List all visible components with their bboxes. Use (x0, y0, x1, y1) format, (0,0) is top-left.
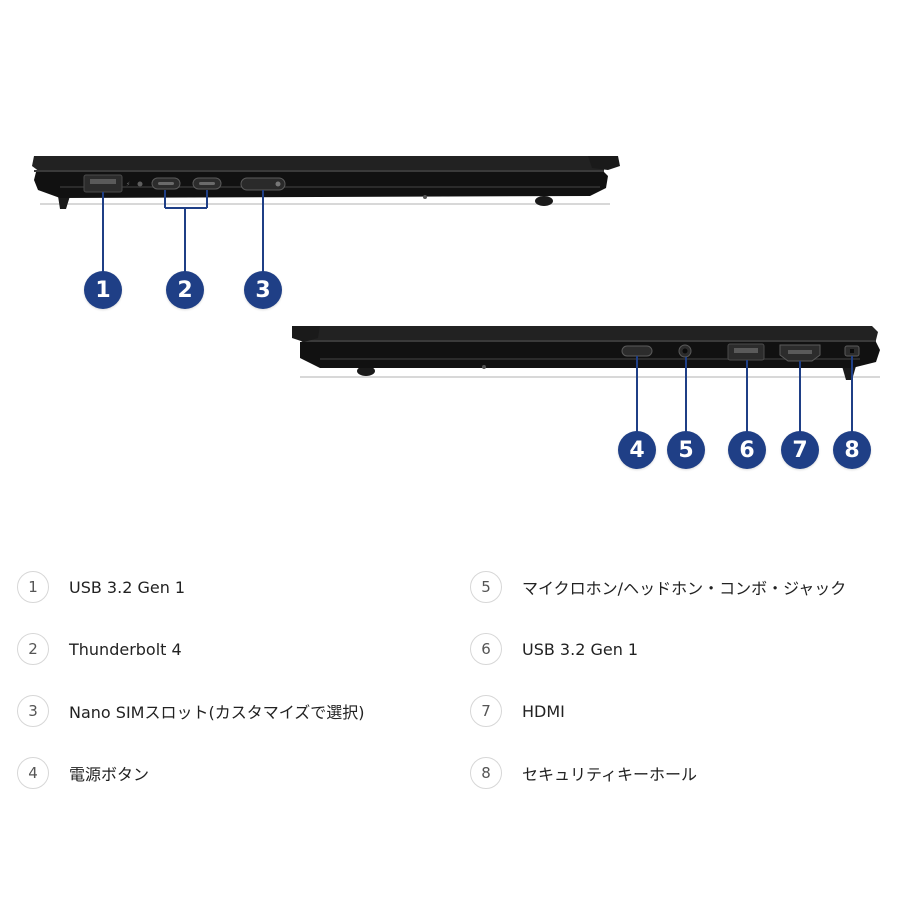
legend-item: 5 マイクロホン/ヘッドホン・コンボ・ジャック (470, 570, 846, 604)
legend-number: 4 (17, 757, 49, 789)
power-button-icon (621, 345, 653, 357)
legend-item: 8 セキュリティキーホール (470, 756, 697, 790)
legend-label: USB 3.2 Gen 1 (69, 577, 186, 597)
legend-label: Thunderbolt 4 (69, 639, 182, 659)
usb-c-port-icon (151, 177, 181, 190)
marker-1: 1 (84, 271, 122, 309)
legend-number: 2 (17, 633, 49, 665)
legend-item: 4 電源ボタン (17, 756, 149, 790)
status-led-icon (137, 181, 143, 187)
leader-lines-left (102, 190, 264, 272)
legend-item: 6 USB 3.2 Gen 1 (470, 632, 638, 666)
legend-number: 3 (17, 695, 49, 727)
legend-number: 7 (470, 695, 502, 727)
laptop-side-views: ⚡ (32, 156, 880, 432)
legend-number: 1 (17, 571, 49, 603)
legend-item: 1 USB 3.2 Gen 1 (17, 570, 185, 604)
legend-label: マイクロホン/ヘッドホン・コンボ・ジャック (522, 579, 847, 598)
sim-slot-icon (240, 177, 286, 191)
laptop-right-side-view (292, 326, 880, 432)
usb-c-port-icon (192, 177, 222, 190)
legend-item: 3 Nano SIMスロット(カスタマイズで選択) (17, 694, 364, 728)
legend-number: 5 (470, 571, 502, 603)
marker-2: 2 (166, 271, 204, 309)
laptop-left-side-view: ⚡ (32, 156, 620, 272)
legend-label: USB 3.2 Gen 1 (522, 639, 639, 659)
legend-number: 6 (470, 633, 502, 665)
legend-label: 電源ボタン (69, 765, 150, 784)
legend-label: Nano SIMスロット(カスタマイズで選択) (69, 703, 365, 722)
legend-item: 2 Thunderbolt 4 (17, 632, 182, 666)
marker-7: 7 (781, 431, 819, 469)
legend-number: 8 (470, 757, 502, 789)
marker-6: 6 (728, 431, 766, 469)
legend-item: 7 HDMI (470, 694, 565, 728)
svg-text:⚡: ⚡ (126, 181, 130, 188)
security-keyhole-icon (844, 345, 860, 357)
hdmi-port-icon (779, 344, 821, 362)
leader-lines-right (636, 356, 853, 432)
marker-8: 8 (833, 431, 871, 469)
audio-jack-icon (678, 344, 692, 358)
marker-3: 3 (244, 271, 282, 309)
usb-a-port-icon (727, 343, 765, 361)
legend-label: HDMI (522, 701, 565, 721)
marker-5: 5 (667, 431, 705, 469)
marker-4: 4 (618, 431, 656, 469)
legend-label: セキュリティキーホール (522, 765, 698, 784)
usb-a-port-icon: ⚡ (83, 174, 130, 193)
